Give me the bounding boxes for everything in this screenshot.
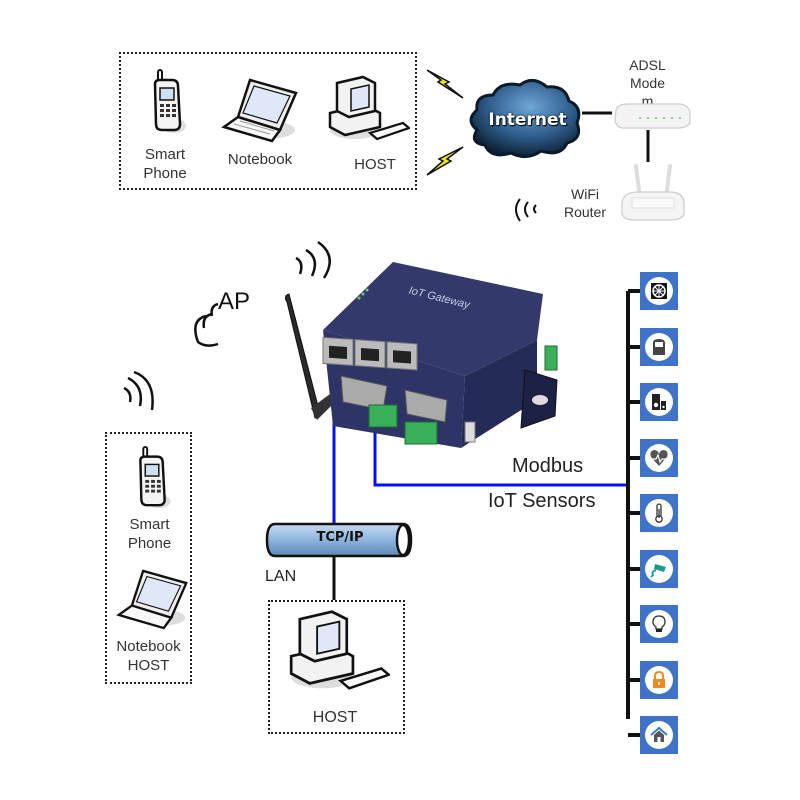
notebook-host-label: Notebook HOST <box>116 638 181 674</box>
notebook-icon <box>221 78 298 143</box>
wifi-router-label: WiFi Router <box>563 186 607 220</box>
light-bulb-icon <box>652 615 666 632</box>
sensor-node[interactable] <box>640 383 678 421</box>
ap-waves-icon <box>295 240 331 279</box>
iot-sensors-label: IoT Sensors <box>488 490 596 512</box>
lan-host-group <box>268 600 405 734</box>
iot-gateway-device <box>284 262 558 448</box>
camera-icon <box>650 563 666 578</box>
ap-label: AP <box>218 288 251 315</box>
sensor-node[interactable] <box>640 494 678 532</box>
smart-phone-label: Smart Phone <box>127 516 172 552</box>
sensor-node[interactable] <box>640 438 678 477</box>
notebook-label: Notebook <box>227 151 293 168</box>
sensor-connector <box>628 566 642 571</box>
notebook-icon <box>116 569 188 630</box>
modbus-label: Modbus <box>512 455 584 477</box>
heart-rate-icon <box>650 449 668 466</box>
sensor-connector <box>628 289 642 293</box>
sensor-disc <box>645 665 673 694</box>
sensor-connector <box>628 733 642 737</box>
lan-host-label: HOST <box>312 709 358 726</box>
internet-cloud-icon <box>469 79 581 158</box>
sensor-connector <box>628 511 642 515</box>
internet-label: Internet <box>488 110 567 130</box>
home-icon <box>650 726 668 742</box>
sensor-disc <box>645 443 673 472</box>
sensor-disc <box>645 499 673 527</box>
lock-icon <box>653 670 665 688</box>
smart-phone-icon <box>153 69 186 133</box>
smart-phone-label: Smart Phone <box>143 146 187 182</box>
sensor-disc <box>645 721 673 749</box>
host-computer-icon <box>289 610 390 690</box>
sensor-disc <box>645 554 673 583</box>
tcp-ip-pipe <box>265 522 413 558</box>
sensor-node[interactable] <box>640 272 678 310</box>
sensor-connector <box>628 400 642 404</box>
top-device-group <box>119 52 417 190</box>
sensor-connector <box>628 344 642 349</box>
sensor-disc <box>645 277 673 305</box>
fan-icon <box>651 283 667 299</box>
lan-label: LAN <box>265 568 297 585</box>
sensor-node[interactable] <box>640 605 678 643</box>
wifi-router-icon <box>621 164 685 221</box>
thermometer-icon <box>655 503 663 523</box>
host-computer-icon <box>328 75 410 141</box>
sensor-node[interactable] <box>640 716 678 754</box>
adsl-modem-label: ADSL Mode m <box>629 57 666 109</box>
ap-waves-icon <box>194 302 219 347</box>
sensor-node[interactable] <box>640 327 678 366</box>
sensor-disc <box>645 610 673 638</box>
speaker-icon <box>652 394 666 410</box>
sensor-connector <box>628 677 642 682</box>
sensor-disc <box>645 388 673 416</box>
meter-icon <box>653 338 665 355</box>
host-label: HOST <box>354 156 396 173</box>
wifi-waves-icon <box>123 370 154 411</box>
lightning-icon <box>426 69 464 99</box>
tcp-ip-label: TCP/IP <box>316 530 364 545</box>
sensor-node[interactable] <box>640 660 678 699</box>
sensor-disc <box>645 332 673 361</box>
lightning-icon <box>426 146 464 176</box>
wifi-waves-icon <box>515 198 537 222</box>
sensor-connector <box>628 622 642 626</box>
left-device-group <box>105 432 192 684</box>
sensor-connector <box>628 455 642 460</box>
sensor-node[interactable] <box>640 549 678 588</box>
smart-phone-icon <box>139 445 171 509</box>
adsl-modem-icon <box>614 103 691 129</box>
